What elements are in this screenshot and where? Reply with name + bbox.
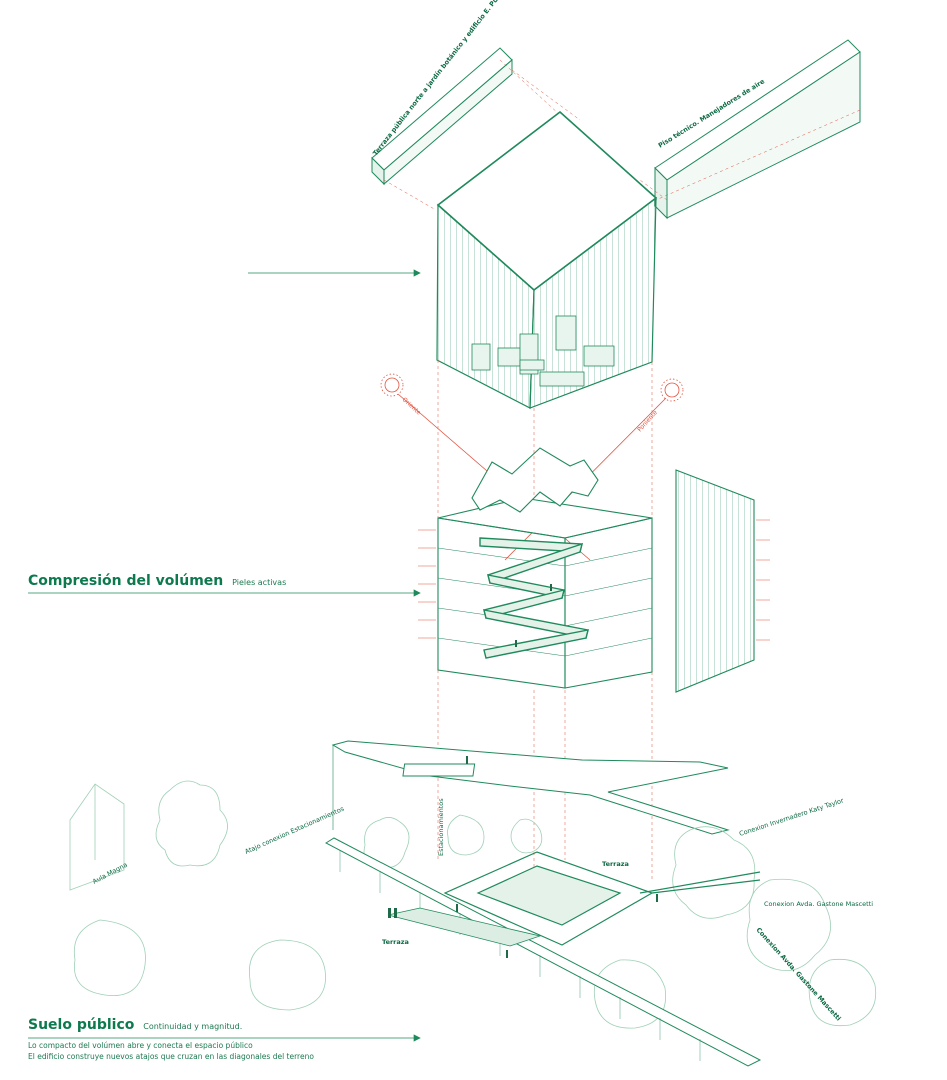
label-conexion-avda-2: Conexion Avda. Gastone Mascetti xyxy=(755,926,843,1023)
label-terraza-2: Terraza xyxy=(602,860,629,868)
label-poniente: Poniente xyxy=(636,409,659,433)
technical-floor-bar xyxy=(654,39,861,220)
label-estacionamientos: Estacionamientos xyxy=(437,798,445,856)
label-conexion-avda: Conexion Avda. Gastone Mascetti xyxy=(764,900,873,908)
description-line: Lo compacto del volúmen abre y conecta e… xyxy=(28,1041,253,1050)
label-oriente: Oriente xyxy=(401,396,423,416)
label-atajo: Atajo conexion Estacionamientos xyxy=(244,804,346,855)
section-suelo-subtitle: Continuidad y magnitud. xyxy=(143,1022,243,1031)
section-suelo-description: Lo compacto del volúmen abre y conecta e… xyxy=(28,1040,314,1062)
section-suelo: Suelo público Continuidad y magnitud. xyxy=(28,1017,242,1033)
section-suelo-title: Suelo público xyxy=(28,1017,135,1033)
label-conexion-invernadero: Conexion Invernadero Katy Taylor xyxy=(738,796,845,838)
ground-level xyxy=(69,584,877,1067)
section-compresion-subtitle: Pieles activas xyxy=(232,578,287,587)
projection-lines-top xyxy=(383,59,861,211)
roof-walkway xyxy=(331,740,730,835)
section-compresion: Compresión del volúmen Pieles activas xyxy=(28,573,286,589)
section-compresion-title: Compresión del volúmen xyxy=(28,573,224,589)
label-aula-magna: Aula Magna xyxy=(91,861,129,886)
terrace-bar xyxy=(371,47,513,186)
pointer-lines xyxy=(28,269,421,1042)
middle-volume xyxy=(418,447,653,689)
top-facade-cube xyxy=(436,110,658,409)
label-terraza-1: Terraza xyxy=(382,938,409,946)
description-line: El edificio construye nuevos atajos que … xyxy=(28,1052,314,1061)
side-facade-panel xyxy=(675,469,770,693)
